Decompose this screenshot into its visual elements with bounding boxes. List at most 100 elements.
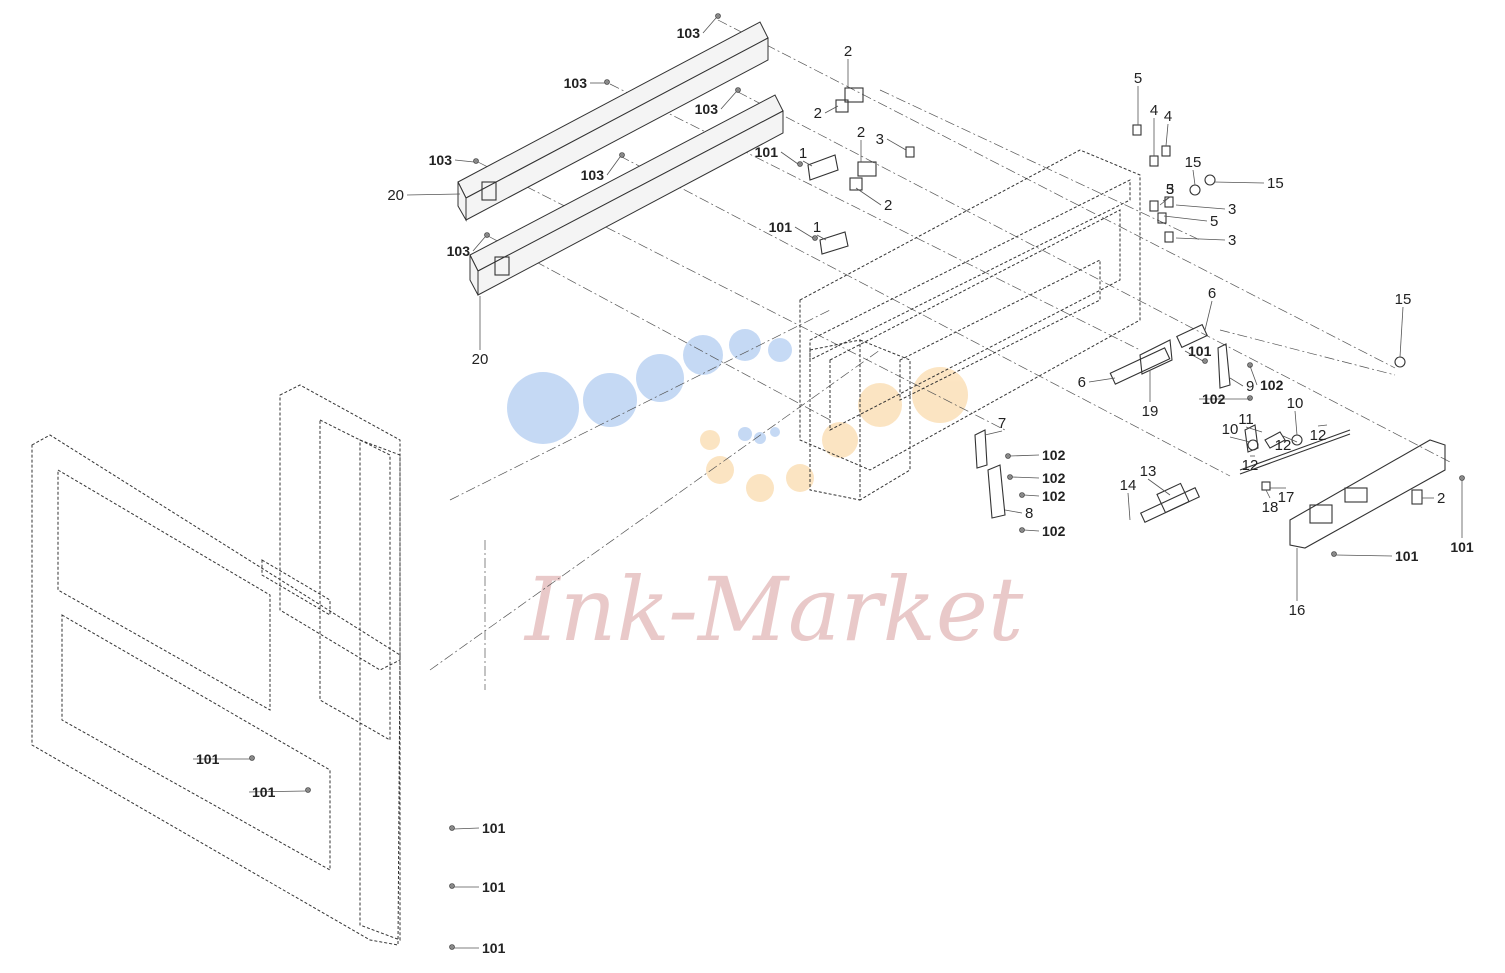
part-callout-label: 103	[564, 75, 588, 91]
part-callout-label: 14	[1120, 477, 1137, 494]
part-callout-label: 11	[1238, 411, 1254, 428]
part-callout-label: 5	[1134, 70, 1142, 87]
part-callout-label: 12	[1242, 457, 1259, 474]
chassis-frame	[31, 384, 401, 946]
part-callout-label: 102	[1042, 523, 1066, 539]
callout-leader	[1282, 435, 1298, 443]
part-callout-label: 101	[1188, 343, 1212, 359]
callout-leader	[1011, 476, 1040, 479]
callout-leader	[1163, 215, 1208, 222]
callout-leader	[1229, 377, 1244, 387]
callout-leader	[1335, 554, 1393, 557]
part-callout-label: 6	[1078, 374, 1086, 391]
callout-leader	[1204, 300, 1213, 331]
callout-leader	[1004, 509, 1023, 514]
part-callout-label: 103	[429, 152, 453, 168]
part-callout-label: 103	[695, 101, 719, 117]
part-callout-label: 2	[844, 43, 852, 60]
part-callout-label: 101	[1450, 539, 1474, 555]
callout-leader	[1009, 454, 1040, 457]
part-callout-label: 3	[1228, 232, 1236, 249]
leader-lines	[429, 19, 1451, 690]
callout-leader	[1175, 237, 1226, 241]
part-callout-label: 101	[769, 219, 793, 235]
callout-leader	[1088, 377, 1116, 383]
part-callout-label: 4	[1150, 102, 1158, 119]
part-callout-label: 3	[876, 131, 884, 148]
callout-leader	[1023, 529, 1040, 532]
part-callout-label: 20	[472, 351, 489, 368]
callout-leader	[855, 187, 882, 206]
callout-leader	[1294, 410, 1298, 436]
part-callout-label: 3	[1166, 181, 1174, 198]
callout-leader	[824, 105, 839, 114]
part-callout-label: 16	[1289, 602, 1306, 619]
callout-leader	[1265, 489, 1271, 499]
part-callout-label: 102	[1042, 447, 1066, 463]
part-callout-label: 8	[1025, 505, 1033, 522]
part-callout-label: 101	[252, 784, 276, 800]
part-callout-label: 9	[1246, 378, 1254, 395]
callout-leader	[606, 156, 621, 176]
part-callout-label: 2	[1437, 490, 1445, 507]
part-callout-label: 19	[1142, 403, 1159, 420]
part-callout-label: 4	[1164, 108, 1172, 125]
callout-leader	[1192, 169, 1196, 186]
part-callout-label: 12	[1275, 437, 1292, 454]
part-callout-label: 103	[447, 243, 471, 259]
part-callout-label: 17	[1278, 489, 1295, 506]
callout-leader	[472, 236, 486, 252]
part-callout-label: 15	[1395, 291, 1412, 308]
part-callout-label: 12	[1310, 427, 1327, 444]
callout-leader	[1317, 424, 1328, 427]
part-callout-label: 2	[814, 105, 822, 122]
watermark-logo	[507, 329, 968, 502]
part-callout-label: 2	[857, 124, 865, 141]
callout-leader	[1399, 306, 1404, 358]
part-callout-label: 15	[1267, 175, 1284, 192]
part-callout-label: 18	[1262, 499, 1279, 516]
part-callout-label: 102	[1260, 377, 1284, 393]
part-callout-label: 2	[884, 197, 892, 214]
callout-leader	[406, 193, 461, 196]
part-callout-label: 5	[1166, 181, 1174, 198]
callout-leader	[1249, 365, 1258, 386]
callout-leader	[1165, 123, 1169, 147]
watermark-text: Ink-Market	[523, 558, 1024, 661]
callout-leader	[454, 159, 475, 163]
part-callout-label: 101	[482, 940, 506, 956]
callout-leader	[1175, 204, 1226, 210]
part-callout-label: 102	[1202, 391, 1226, 407]
part-callout-label: 20	[387, 187, 404, 204]
callout-leader	[816, 234, 827, 241]
part-callout-label: 10	[1222, 421, 1239, 438]
center-unit	[799, 149, 1141, 501]
part-callout-label: 1	[799, 145, 807, 162]
callout-leader	[1147, 478, 1171, 496]
callout-leader	[802, 160, 813, 167]
callout-leader	[780, 151, 799, 165]
part-callout-label: 1	[813, 219, 821, 236]
callout-leader	[1159, 196, 1171, 206]
part-callout-label: 101	[482, 879, 506, 895]
part-callout-label: 7	[998, 415, 1006, 432]
part-callout-label: 101	[755, 144, 779, 160]
callout-leader	[1213, 181, 1265, 184]
part-callout-label: 15	[1185, 154, 1202, 171]
callout-leader	[453, 827, 480, 830]
part-callout-label: 101	[482, 820, 506, 836]
callout-leader	[720, 91, 737, 110]
callout-leader	[248, 790, 307, 793]
part-callout-label: 102	[1042, 470, 1066, 486]
part-callout-label: 5	[1210, 213, 1218, 230]
callout-leader	[794, 226, 814, 239]
part-callout-label: 101	[196, 751, 220, 767]
part-callout-label: 103	[581, 167, 605, 183]
rail-upper	[457, 21, 769, 222]
right-parts	[807, 87, 1446, 549]
part-callout-label: 3	[1228, 201, 1236, 218]
callout-leader	[886, 138, 907, 151]
